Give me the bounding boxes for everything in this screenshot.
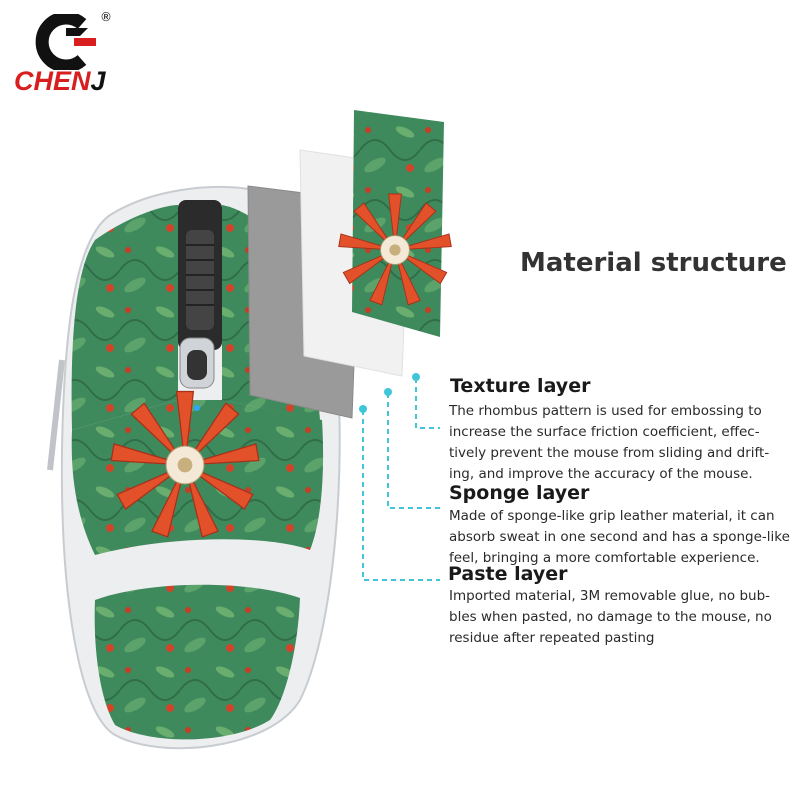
- paste-layer-title: Paste layer: [448, 563, 568, 585]
- desc-line: increase the surface friction coefficien…: [449, 424, 760, 440]
- sponge-layer-title: Sponge layer: [449, 482, 590, 504]
- desc-line: feel, bringing a more comfortable experi…: [449, 550, 760, 566]
- section-heading: Material structure: [520, 248, 787, 278]
- texture-layer-description: The rhombus pattern is used for embossin…: [449, 401, 784, 485]
- desc-line: absorb sweat in one second and has a spo…: [449, 529, 790, 545]
- desc-line: Made of sponge-like grip leather materia…: [449, 508, 775, 524]
- brand-name: CHENJ: [14, 66, 106, 96]
- sponge-layer-description: Made of sponge-like grip leather materia…: [449, 506, 800, 569]
- desc-line: residue after repeated pasting: [449, 630, 655, 646]
- c-logo-icon: [35, 14, 96, 70]
- desc-line: tively prevent the mouse from sliding an…: [449, 445, 770, 461]
- desc-line: bles when pasted, no damage to the mouse…: [449, 609, 772, 625]
- desc-line: Imported material, 3M removable glue, no…: [449, 588, 771, 604]
- desc-line: ing, and improve the accuracy of the mou…: [449, 466, 753, 482]
- registered-mark: ®: [100, 10, 112, 24]
- desc-line: The rhombus pattern is used for embossin…: [449, 403, 762, 419]
- paste-layer-description: Imported material, 3M removable glue, no…: [449, 586, 789, 649]
- texture-layer-title: Texture layer: [450, 375, 591, 397]
